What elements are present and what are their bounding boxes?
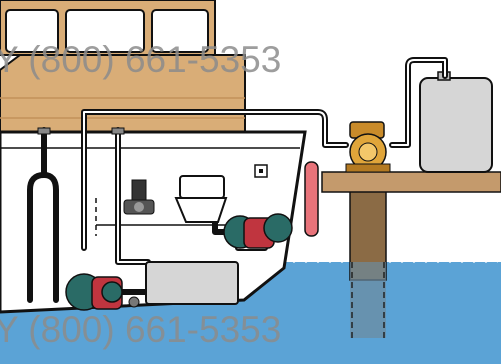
holding-tank	[146, 262, 238, 304]
toilet	[176, 176, 226, 222]
dock-pump	[346, 122, 390, 172]
dock-post-underwater	[350, 262, 386, 338]
deck-fitting-right	[112, 128, 124, 134]
watermark-bottom: Y (800) 661-5353	[0, 309, 281, 350]
dock-deck	[322, 172, 501, 192]
deck-fitting-left	[38, 128, 50, 134]
watermark-top: Y (800) 661-5353	[0, 39, 281, 80]
fender	[305, 162, 318, 236]
control-switch-dot	[259, 169, 263, 173]
shore-tank	[420, 78, 492, 172]
